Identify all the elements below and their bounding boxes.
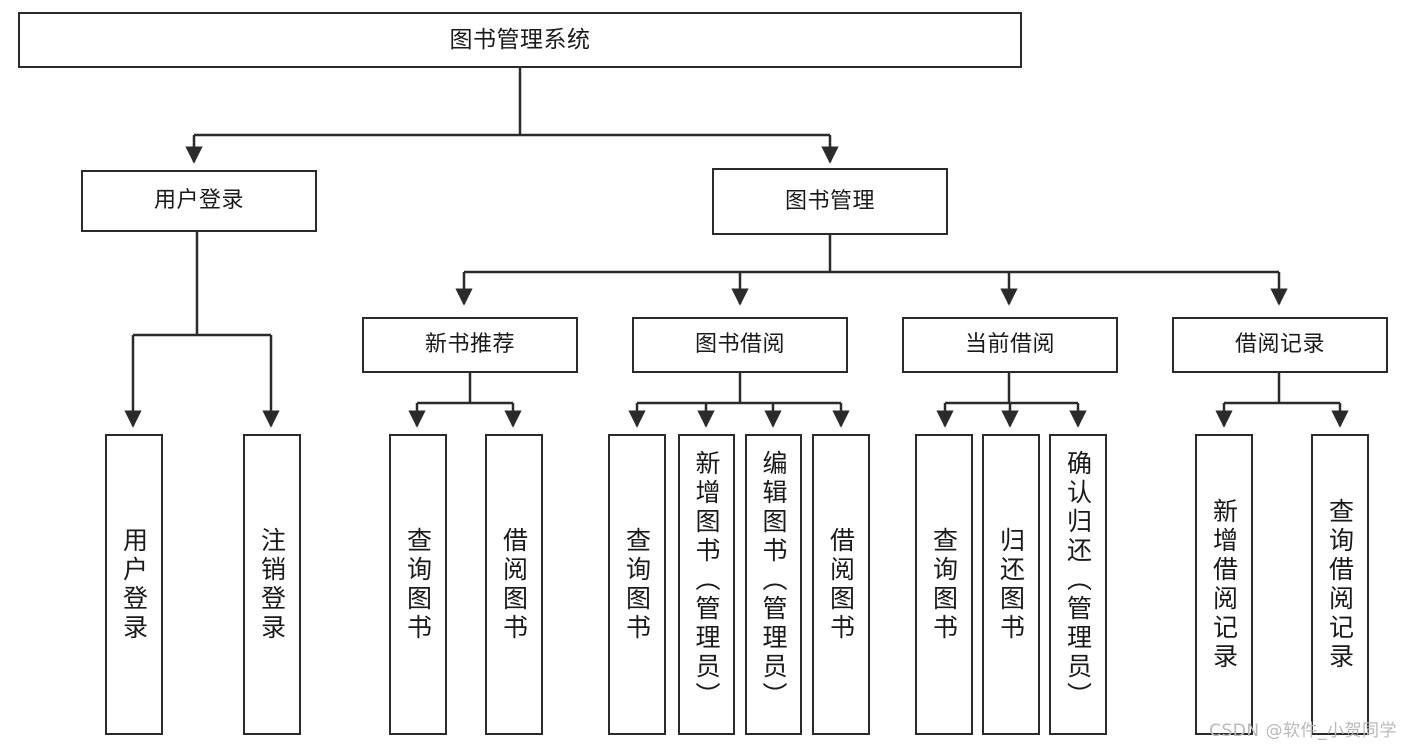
node-label: 借阅记录 <box>1234 332 1325 358</box>
node-label: 查询图书 <box>929 526 959 643</box>
node-label: 图书管理 <box>784 188 875 214</box>
node-label: 当前借阅 <box>964 332 1055 358</box>
leaf-add-borrow-record[interactable]: 新增借阅记录 <box>1195 434 1253 735</box>
leaf-add-book-admin[interactable]: 新增图书（管理员） <box>678 434 735 735</box>
node-label: 新增借阅记录 <box>1209 497 1239 672</box>
leaf-logout[interactable]: 注销登录 <box>243 434 301 735</box>
node-book-management[interactable]: 图书管理 <box>712 168 948 235</box>
node-label: 新书推荐 <box>424 332 515 358</box>
node-new-book-recommendation[interactable]: 新书推荐 <box>362 317 578 373</box>
node-label: 查询借阅记录 <box>1325 497 1355 672</box>
node-label: 注销登录 <box>257 526 287 643</box>
node-label: 借阅图书 <box>499 526 529 643</box>
node-label: 图书管理系统 <box>449 26 591 53</box>
leaf-return-books[interactable]: 归还图书 <box>982 434 1040 735</box>
leaf-query-borrow-record[interactable]: 查询借阅记录 <box>1311 434 1369 735</box>
node-label: 新增图书（管理员） <box>692 450 721 711</box>
leaf-user-login[interactable]: 用户登录 <box>105 434 163 735</box>
node-label: 查询图书 <box>403 526 433 643</box>
node-label: 归还图书 <box>996 526 1026 643</box>
leaf-borrow-books[interactable]: 借阅图书 <box>812 434 870 735</box>
node-user-login[interactable]: 用户登录 <box>81 170 317 232</box>
node-book-borrowing[interactable]: 图书借阅 <box>632 317 848 373</box>
leaf-query-books-current[interactable]: 查询图书 <box>915 434 973 735</box>
leaf-query-books-borrow[interactable]: 查询图书 <box>608 434 666 735</box>
node-label: 借阅图书 <box>826 526 856 643</box>
csdn-watermark: CSDN @软件_小贺同学 <box>1209 721 1397 741</box>
node-root-book-management-system[interactable]: 图书管理系统 <box>18 12 1022 68</box>
node-label: 用户登录 <box>153 188 244 214</box>
node-label: 用户登录 <box>119 526 149 643</box>
leaf-edit-book-admin[interactable]: 编辑图书（管理员） <box>745 434 802 735</box>
node-label: 确认归还（管理员） <box>1063 450 1093 711</box>
leaf-query-books-recommend[interactable]: 查询图书 <box>389 434 447 735</box>
node-label: 查询图书 <box>622 526 652 643</box>
node-label: 图书借阅 <box>694 332 785 358</box>
node-borrowing-record[interactable]: 借阅记录 <box>1172 317 1388 373</box>
node-label: 编辑图书（管理员） <box>759 450 788 711</box>
leaf-borrow-books-recommend[interactable]: 借阅图书 <box>485 434 543 735</box>
node-current-borrowing[interactable]: 当前借阅 <box>902 317 1118 373</box>
leaf-confirm-return-admin[interactable]: 确认归还（管理员） <box>1049 434 1107 735</box>
